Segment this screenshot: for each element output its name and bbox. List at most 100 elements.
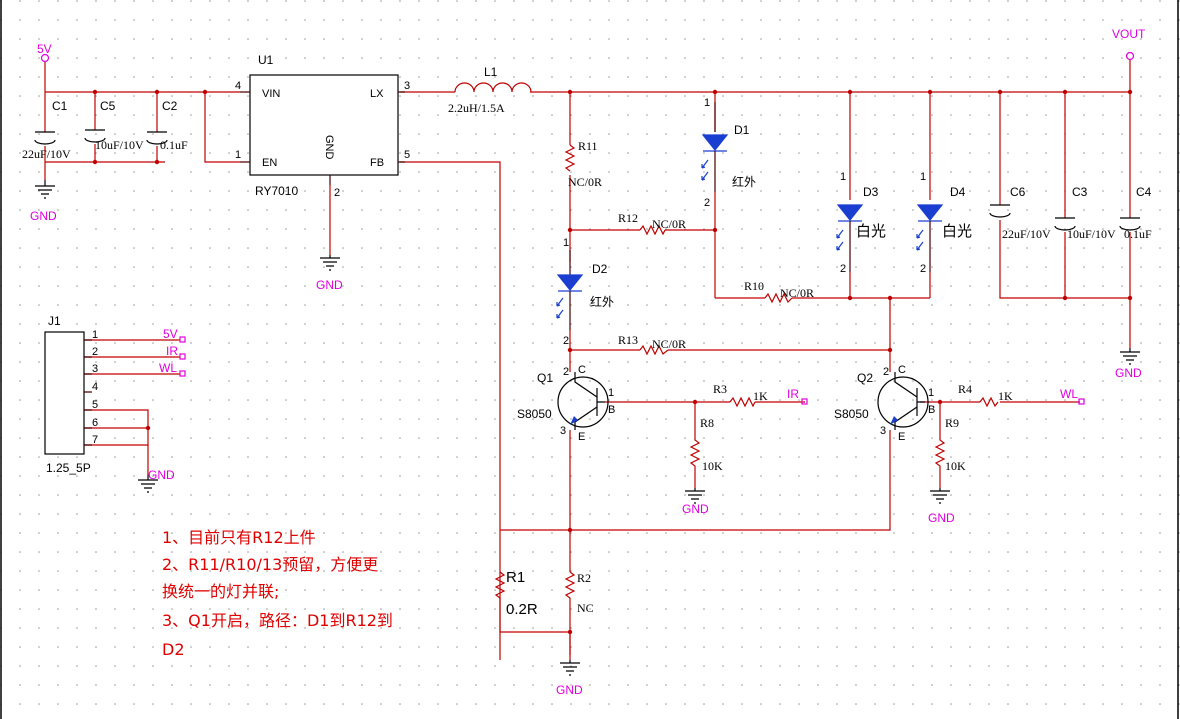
- r12-ref: R12: [618, 211, 638, 225]
- d4-label: 白光: [942, 223, 972, 240]
- resistor-zigzags: [494, 144, 999, 605]
- u1-pin-vin: VIN: [262, 88, 280, 100]
- design-notes: 1、目前只有R12上件 2、R11/R10/13预留，方便更 换统一的灯并联; …: [162, 528, 393, 659]
- d3-pin2: 2: [840, 263, 846, 275]
- d1-label: 红外: [732, 174, 756, 189]
- note-line-3: 换统一的灯并联;: [162, 582, 279, 601]
- q1-part: S8050: [517, 407, 552, 421]
- gnd-label-u1: GND: [316, 278, 343, 292]
- gnd-symbols: [35, 180, 1140, 676]
- c5-value: 10uF/10V: [95, 138, 144, 152]
- q2-pin-b: B: [928, 404, 935, 416]
- d3-led: D3 白光 1 2: [836, 171, 886, 275]
- c2-value: 0.1uF: [160, 138, 188, 152]
- gnd-label-vout: GND: [1115, 366, 1142, 380]
- c6-value: 22uF/10V: [1002, 227, 1051, 241]
- r3-value: 1K: [753, 389, 768, 403]
- note-line-2: 2、R11/R10/13预留，方便更: [162, 555, 378, 574]
- r10-value: NC/0R: [780, 286, 814, 300]
- r8-value: 10K: [702, 459, 723, 473]
- q2-pin-c: C: [898, 364, 906, 376]
- u1-pin-en: EN: [262, 157, 277, 169]
- q1-pin-e: E: [578, 431, 585, 443]
- d1-led: D1 红外 1 2: [701, 97, 756, 209]
- u1-pin-fb: FB: [370, 157, 384, 169]
- q1-pin-c: C: [578, 364, 586, 376]
- r4-value: 1K: [998, 389, 1013, 403]
- u1-pin-lx: LX: [370, 88, 384, 100]
- c4-ref: C4: [1136, 185, 1152, 199]
- u1-pinnum-1: 1: [235, 149, 241, 161]
- j1-pin-1: 1: [92, 329, 98, 341]
- j1-net-ir: IR: [166, 344, 178, 358]
- r9-value: 10K: [945, 459, 966, 473]
- c2-ref: C2: [162, 99, 178, 113]
- r1-value: 0.2R: [506, 601, 538, 618]
- l1-inductor: L1 2.2uH/1.5A: [448, 65, 532, 115]
- r13-value: NC/0R: [652, 337, 686, 351]
- r10-ref: R10: [744, 279, 764, 293]
- r1-ref: R1: [506, 569, 525, 586]
- d4-pin1: 1: [920, 171, 926, 183]
- j1-pin-2: 2: [92, 346, 98, 358]
- power-5v-symbol: 5V: [37, 42, 52, 63]
- q2-pinnum-1: 1: [928, 387, 934, 399]
- q1-pinnum-3: 3: [560, 425, 566, 437]
- d3-ref: D3: [863, 185, 879, 199]
- q1-pinnum-1: 1: [608, 387, 614, 399]
- d4-ref: D4: [950, 185, 966, 199]
- j1-pin-4: 4: [92, 381, 98, 393]
- gnd-label-j1: GND: [148, 468, 175, 482]
- c6-ref: C6: [1010, 185, 1026, 199]
- ir-port-label: IR: [787, 387, 799, 401]
- junction-dots: [92, 89, 1133, 635]
- q2-pin-e: E: [898, 431, 905, 443]
- r3-ref: R3: [713, 382, 727, 396]
- q2-ref: Q2: [857, 371, 873, 385]
- ir-port-q1: IR: [787, 387, 808, 405]
- j1-connector: J1 1.25_5P 1 2 3 4 5 6 7 5V IR WL: [44, 314, 186, 475]
- j1-ref: J1: [48, 314, 61, 328]
- d2-pin2: 2: [563, 335, 569, 347]
- u1-pin-gnd: GND: [323, 135, 335, 160]
- r11-value: NC/0R: [568, 175, 602, 189]
- q1-transistor: Q1 S8050 C B E 2 1 3: [517, 364, 615, 443]
- j1-net-5v: 5V: [163, 327, 178, 341]
- d1-ref: D1: [734, 123, 750, 137]
- r4-ref: R4: [958, 382, 972, 396]
- r8-ref: R8: [700, 416, 714, 430]
- d2-ref: D2: [592, 262, 608, 276]
- c1-value: 22uF/10V: [22, 147, 71, 161]
- d2-pin1: 1: [563, 237, 569, 249]
- j1-pin-3: 3: [92, 363, 98, 375]
- c3-ref: C3: [1072, 185, 1088, 199]
- d4-led: D4 白光 1 2: [916, 171, 972, 275]
- u1-pinnum-3: 3: [404, 80, 410, 92]
- r2-value: NC: [577, 601, 594, 615]
- r13-ref: R13: [618, 333, 638, 347]
- l1-value: 2.2uH/1.5A: [448, 101, 505, 115]
- u1-pinnum-2: 2: [334, 187, 340, 199]
- power-vout-symbol: VOUT: [1112, 27, 1146, 61]
- q1-pinnum-2: 2: [563, 366, 569, 378]
- c3-value: 10uF/10V: [1067, 227, 1116, 241]
- c4-value: 0.1uF: [1124, 227, 1152, 241]
- c5-ref: C5: [100, 99, 116, 113]
- net-vout-label: VOUT: [1112, 27, 1146, 41]
- q2-part: S8050: [834, 407, 869, 421]
- r12-value: NC/0R: [652, 217, 686, 231]
- gnd-label-r8: GND: [682, 502, 709, 516]
- j1-pin-6: 6: [92, 417, 98, 429]
- wl-port-q2: WL: [1060, 387, 1085, 405]
- note-line-5: D2: [162, 640, 185, 659]
- u1-ic: U1 VIN LX EN FB GND 4 3 1 5 2 RY7010: [235, 53, 410, 199]
- q2-transistor: Q2 S8050 C B E 2 1 3: [834, 364, 935, 443]
- q2-pinnum-3: 3: [880, 425, 886, 437]
- c1-ref: C1: [52, 99, 68, 113]
- r11-ref: R11: [578, 139, 598, 153]
- j1-pin-5: 5: [92, 399, 98, 411]
- note-line-4: 3、Q1开启，路径：D1到R12到: [162, 611, 393, 630]
- note-line-1: 1、目前只有R12上件: [162, 528, 316, 547]
